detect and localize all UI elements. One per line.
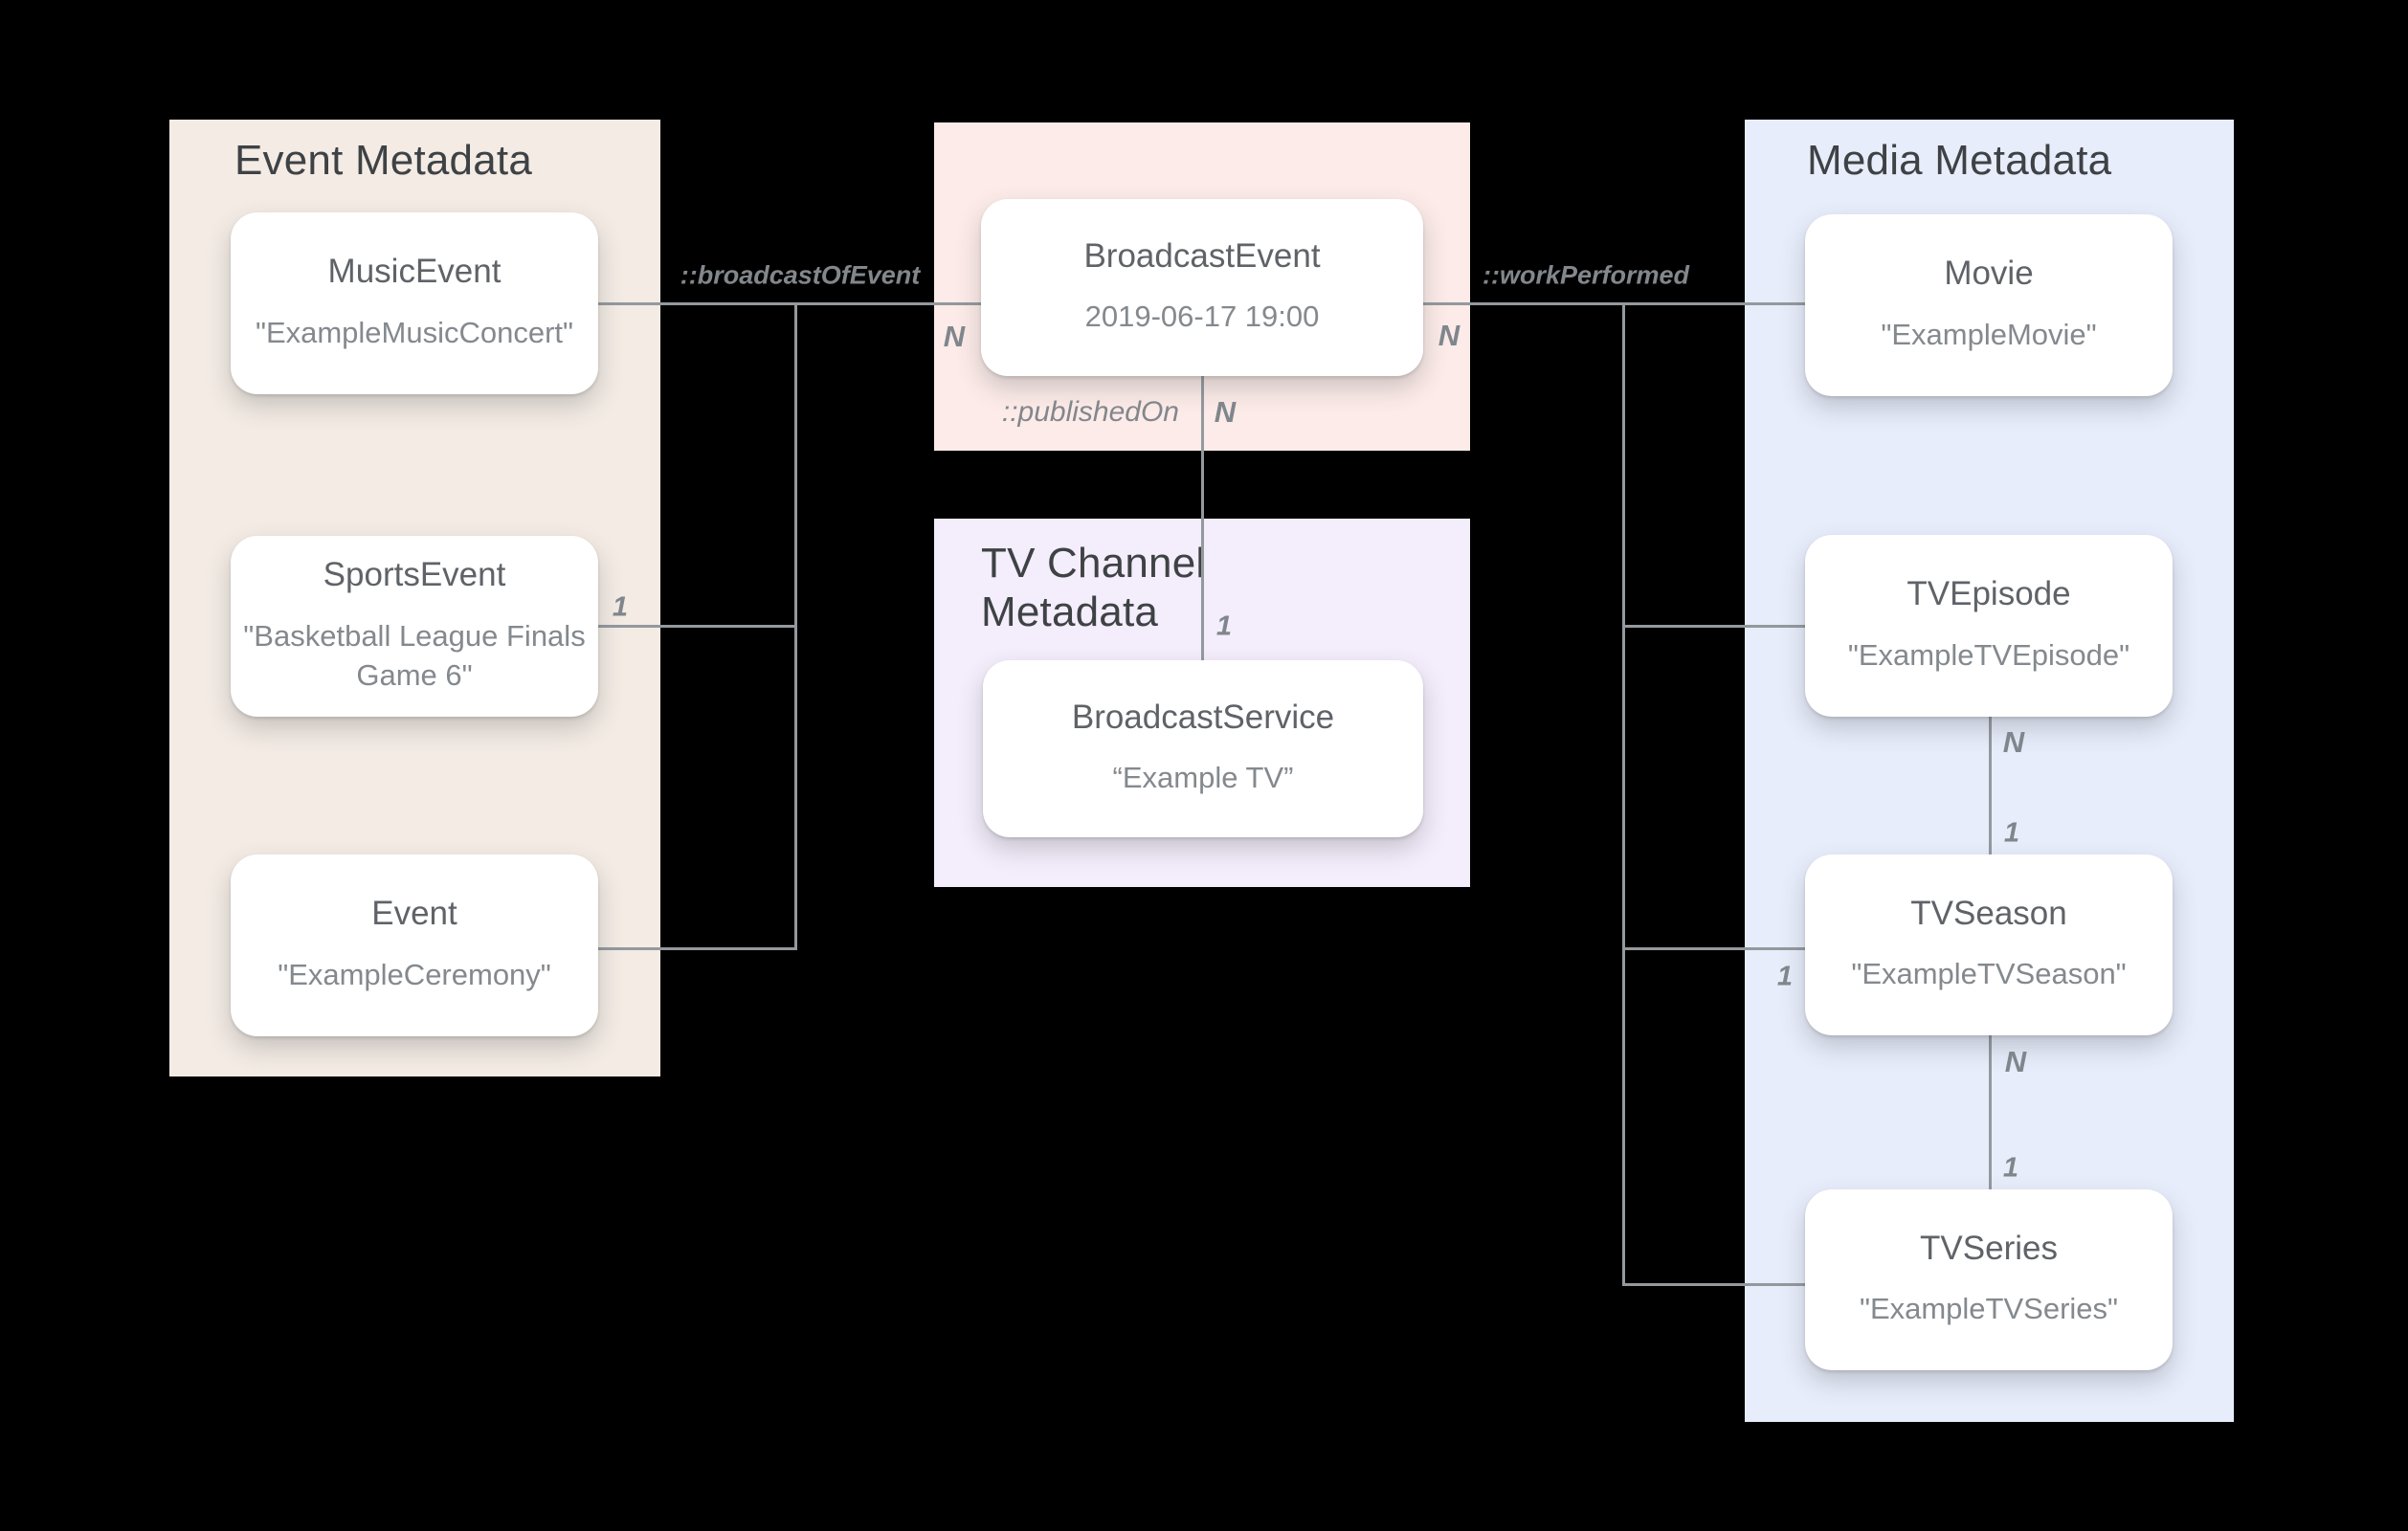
node-tvepisode-name: TVEpisode bbox=[1906, 575, 2071, 613]
cardinality-season-series-n: N bbox=[2004, 1045, 2027, 1078]
edge-right-bus bbox=[1622, 302, 1625, 1286]
node-tvseason-name: TVSeason bbox=[1910, 894, 2067, 932]
cardinality-season-series-1: 1 bbox=[2002, 1152, 2019, 1184]
node-event: Event "ExampleCeremony" bbox=[231, 854, 598, 1036]
edge-season-to-series bbox=[1989, 1035, 1992, 1190]
node-event-value: "ExampleCeremony" bbox=[278, 957, 551, 991]
node-musicevent-name: MusicEvent bbox=[327, 253, 502, 291]
edge-musicevent-to-broadcastevent bbox=[598, 302, 981, 305]
edge-episode-to-season bbox=[1989, 717, 1992, 855]
node-sportsevent-name: SportsEvent bbox=[323, 556, 506, 594]
node-movie: Movie "ExampleMovie" bbox=[1805, 214, 2173, 396]
node-musicevent-value: "ExampleMusicConcert" bbox=[255, 315, 574, 349]
node-event-name: Event bbox=[371, 895, 457, 933]
cardinality-publishedon-n: N bbox=[1214, 395, 1237, 429]
node-sportsevent-value: "Basketball League Finals Game 6" bbox=[243, 618, 586, 692]
node-tvseason-value: "ExampleTVSeason" bbox=[1851, 957, 2127, 991]
edge-broadcastevent-to-movie bbox=[1423, 302, 1809, 305]
node-tvepisode: TVEpisode "ExampleTVEpisode" bbox=[1805, 535, 2173, 717]
node-broadcastevent: BroadcastEvent 2019-06-17 19:00 bbox=[981, 199, 1423, 376]
node-tvseries: TVSeries "ExampleTVSeries" bbox=[1805, 1189, 2173, 1370]
panel-title-event-metadata: Event Metadata bbox=[234, 137, 532, 184]
node-musicevent: MusicEvent "ExampleMusicConcert" bbox=[231, 212, 598, 394]
edge-sportsevent-branch bbox=[598, 625, 796, 628]
node-tvseries-value: "ExampleTVSeries" bbox=[1859, 1292, 2119, 1326]
node-broadcastservice-value: “Example TV” bbox=[1112, 761, 1294, 795]
cardinality-tvseason-1: 1 bbox=[1776, 961, 1794, 992]
node-movie-name: Movie bbox=[1944, 255, 2034, 293]
cardinality-episode-season-1: 1 bbox=[2003, 817, 2020, 849]
node-broadcastevent-name: BroadcastEvent bbox=[1083, 236, 1321, 275]
edge-event-branch bbox=[598, 947, 796, 950]
cardinality-episode-season-n: N bbox=[2002, 725, 2025, 759]
cardinality-sportsevent-1: 1 bbox=[612, 591, 629, 623]
node-tvseason: TVSeason "ExampleTVSeason" bbox=[1805, 854, 2173, 1035]
cardinality-publishedon-1: 1 bbox=[1215, 610, 1233, 642]
cardinality-workperformed-n: N bbox=[1438, 319, 1460, 352]
node-broadcastservice-name: BroadcastService bbox=[1071, 698, 1335, 736]
node-tvepisode-value: "ExampleTVEpisode" bbox=[1847, 637, 2130, 672]
panel-title-tv-channel-metadata: TV Channel Metadata bbox=[981, 540, 1206, 635]
edge-publishedon bbox=[1201, 376, 1204, 660]
relation-label-broadcastofevent: ::broadcastOfEvent bbox=[680, 260, 921, 290]
relation-label-publishedon: ::publishedOn bbox=[1001, 396, 1179, 428]
edge-tvseason-branch bbox=[1624, 947, 1807, 950]
node-broadcastservice: BroadcastService “Example TV” bbox=[983, 660, 1423, 837]
node-sportsevent: SportsEvent "Basketball League Finals Ga… bbox=[231, 536, 598, 717]
node-tvseries-name: TVSeries bbox=[1920, 1229, 2058, 1267]
node-broadcastevent-value: 2019-06-17 19:00 bbox=[1084, 300, 1320, 334]
cardinality-broadcastofevent-n: N bbox=[943, 320, 966, 353]
relation-label-workperformed: ::workPerformed bbox=[1482, 260, 1690, 290]
panel-title-media-metadata: Media Metadata bbox=[1807, 137, 2112, 184]
edge-tvseries-branch bbox=[1624, 1283, 1807, 1286]
edge-tvepisode-branch bbox=[1624, 625, 1807, 628]
node-movie-value: "ExampleMovie" bbox=[1881, 317, 2097, 351]
